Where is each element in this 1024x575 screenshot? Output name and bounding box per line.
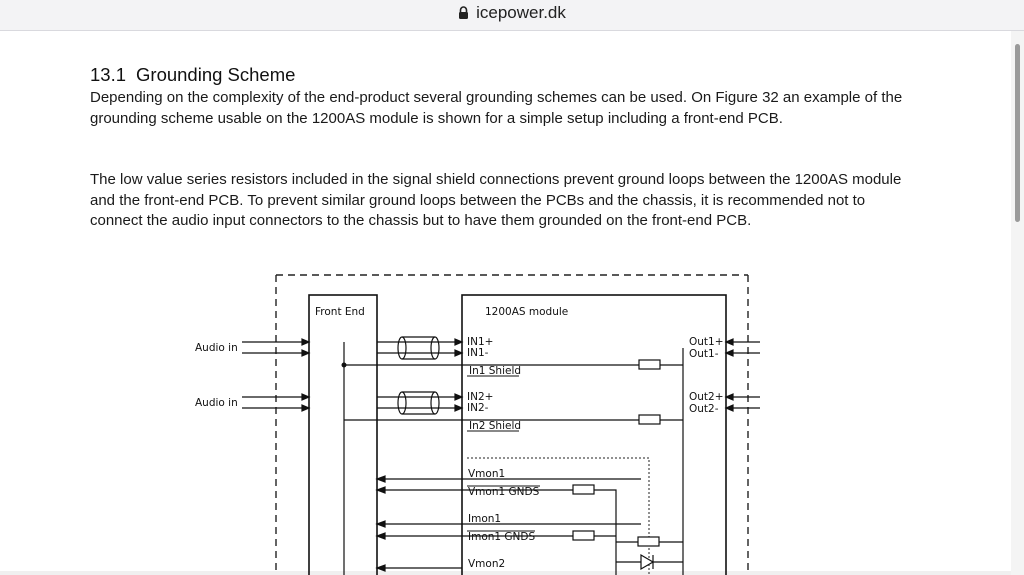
vmon2-label: Vmon2 <box>468 558 505 570</box>
in1-shielded-cable <box>397 336 440 360</box>
bottom-toolbar-edge <box>0 571 1011 575</box>
in1-shield-resistor <box>638 359 661 370</box>
vmon1-label: Vmon1 <box>468 468 505 480</box>
front-end-box <box>308 294 378 575</box>
browser-top-bar: icepower.dk <box>0 0 1024 31</box>
module-box <box>461 294 727 575</box>
out1-plus-label: Out1+ <box>689 336 724 348</box>
out2-plus-label: Out2+ <box>689 391 724 403</box>
in1-signal-wires <box>377 338 464 357</box>
section-number: 13.1 <box>90 64 127 85</box>
out2-wires <box>724 393 760 412</box>
vertical-scrollbar[interactable] <box>1011 31 1024 575</box>
in2-signal-wires <box>377 393 464 412</box>
url-text: icepower.dk <box>476 3 566 22</box>
vmon1-gnds-resistor <box>572 484 595 495</box>
out1-minus-label: Out1- <box>689 348 719 360</box>
paragraph-2: The low value series resistors included … <box>90 171 902 229</box>
scrollbar-thumb[interactable] <box>1015 44 1020 222</box>
audio-in-2-wires <box>242 393 311 412</box>
front-end-label: Front End <box>315 306 365 318</box>
grounding-scheme-diagram: Front End 1200AS module Audio in Audio i… <box>195 274 760 575</box>
imon1-gnds-resistor <box>572 530 595 541</box>
protection-resistor <box>637 536 660 547</box>
in2-shield-label: In2 Shield <box>469 420 521 432</box>
in2-plus-label: IN2+ <box>467 391 493 403</box>
imon1-label: Imon1 <box>468 513 501 525</box>
imon1-gnds-label: Imon1 GNDS <box>468 531 535 543</box>
protection-diode <box>640 553 655 571</box>
monitor-region-boundary <box>467 457 650 575</box>
in2-shield-resistor <box>638 414 661 425</box>
audio-in-2-label: Audio in <box>195 397 238 409</box>
address-bar[interactable]: icepower.dk <box>0 0 1024 26</box>
section-title: Grounding Scheme <box>136 64 296 85</box>
in2-minus-label: IN2- <box>467 402 489 414</box>
audio-in-1-label: Audio in <box>195 342 238 354</box>
lock-icon <box>459 5 469 19</box>
in1-shield-label: In1 Shield <box>469 365 521 377</box>
out1-wires <box>724 338 760 357</box>
audio-in-1-wires <box>242 338 311 357</box>
out2-minus-label: Out2- <box>689 403 719 415</box>
in1-plus-label: IN1+ <box>467 336 493 348</box>
section-heading: 13.1 Grounding Scheme <box>90 64 295 86</box>
module-label: 1200AS module <box>485 306 568 318</box>
in2-shielded-cable <box>397 391 440 415</box>
chassis-boundary <box>275 274 749 575</box>
paragraph-1: Depending on the complexity of the end-p… <box>90 89 903 127</box>
vmon1-gnds-label: Vmon1 GNDS <box>468 486 540 498</box>
in1-minus-label: IN1- <box>467 347 489 359</box>
